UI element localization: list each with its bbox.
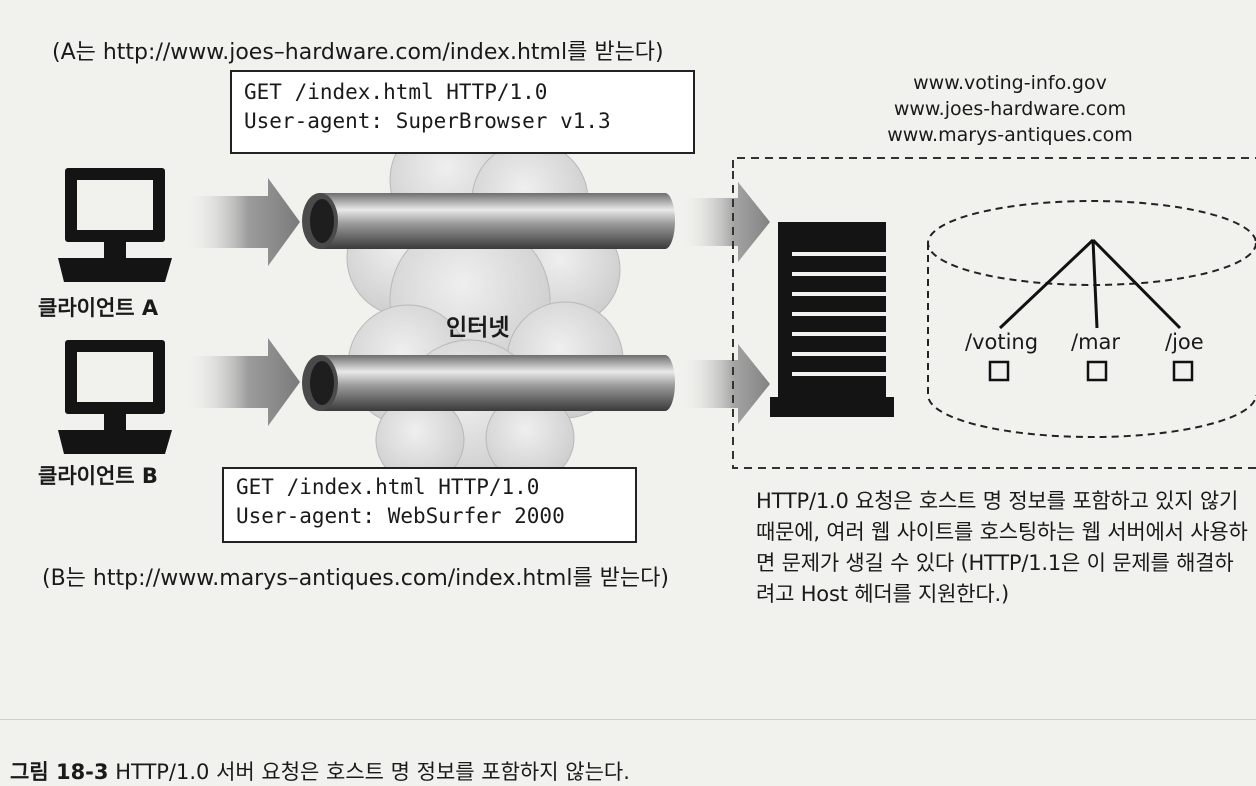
computer-icon-client-a [58, 168, 172, 282]
explanation-text: HTTP/1.0 요청은 호스트 명 정보를 포함하고 있지 않기 때문에, 여… [756, 489, 1248, 606]
client-b-label: 클라이언트 B [38, 464, 158, 488]
client-b-request-line: GET /index.html HTTP/1.0 [236, 475, 540, 499]
client-a-request-line: GET /index.html HTTP/1.0 [244, 80, 548, 104]
path-voting: /voting [965, 330, 1039, 354]
arrow-to-server-a [680, 182, 770, 262]
directory-icon-joe [1172, 360, 1194, 382]
server-icon [770, 222, 894, 417]
client-b-note: (B는 http://www.marys–antiques.com/index.… [42, 566, 669, 591]
caption-label: 그림 18-3 [10, 760, 109, 784]
directory-icon-mar [1086, 360, 1108, 382]
client-a-note: (A는 http://www.joes–hardware.com/index.h… [52, 40, 664, 65]
figure-caption: 그림 18-3 HTTP/1.0 서버 요청은 호스트 명 정보를 포함하지 않… [10, 756, 630, 786]
internet-label: 인터넷 [446, 315, 510, 341]
pipe-client-b [302, 355, 675, 411]
caption-text: HTTP/1.0 서버 요청은 호스트 명 정보를 포함하지 않는다. [108, 760, 630, 784]
caption-divider [0, 719, 1256, 720]
hosted-site-list: www.voting-info.gov www.joes-hardware.co… [850, 70, 1170, 148]
storage-disk [927, 200, 1256, 438]
hosted-site-voting: www.voting-info.gov [913, 72, 1107, 94]
client-b-request-box: GET /index.html HTTP/1.0 User-agent: Web… [222, 467, 637, 543]
hosted-site-marys: www.marys-antiques.com [887, 124, 1133, 146]
internet-cloud [346, 117, 624, 485]
computer-icon-client-b [58, 340, 172, 454]
directory-icon-voting [988, 360, 1010, 382]
path-mar: /mar [1071, 330, 1121, 354]
client-a-user-agent: User-agent: SuperBrowser v1.3 [244, 109, 611, 133]
pipe-client-a [302, 193, 675, 249]
arrow-client-a [185, 178, 300, 266]
hosted-site-joes: www.joes-hardware.com [893, 98, 1127, 120]
path-joe: /joe [1165, 330, 1204, 354]
client-b-user-agent: User-agent: WebSurfer 2000 [236, 504, 565, 528]
client-a-request-box: GET /index.html HTTP/1.0 User-agent: Sup… [230, 70, 695, 154]
directory-tree [998, 238, 1182, 330]
arrow-client-b [185, 338, 300, 426]
client-a-label: 클라이언트 A [38, 296, 159, 320]
arrow-to-server-b [680, 344, 770, 424]
hosting-boundary [732, 157, 1256, 469]
